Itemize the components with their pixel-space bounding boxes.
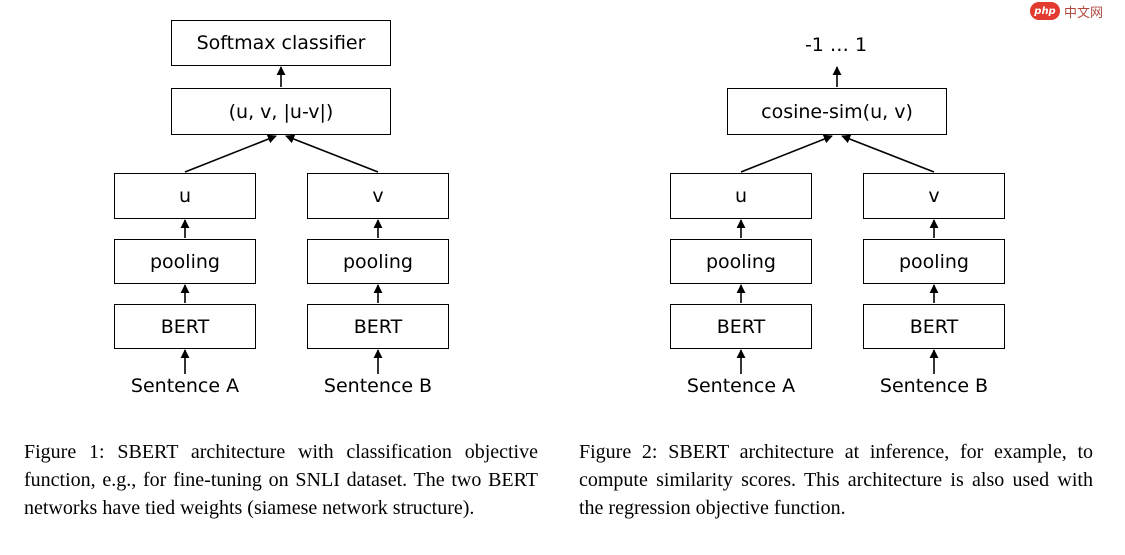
pooling-a-box: pooling bbox=[114, 239, 256, 284]
sentence-a2-label: Sentence A bbox=[686, 375, 796, 397]
watermark-text: 中文网 bbox=[1064, 5, 1104, 21]
bert-b2-box: BERT bbox=[863, 304, 1005, 349]
softmax-classifier-box: Softmax classifier bbox=[171, 20, 391, 66]
pooling-b-box: pooling bbox=[307, 239, 449, 284]
concat-box: (u, v, |u-v|) bbox=[171, 88, 391, 135]
arrow-u2-to-cosine bbox=[740, 134, 833, 173]
pooling-b2-box: pooling bbox=[863, 239, 1005, 284]
sentence-a-label: Sentence A bbox=[130, 375, 240, 397]
figure-1-caption: Figure 1: SBERT architecture with classi… bbox=[24, 441, 538, 519]
bert-a2-box: BERT bbox=[670, 304, 812, 349]
cosine-sim-box: cosine-sim(u, v) bbox=[727, 88, 947, 135]
embedding-v-box: v bbox=[307, 173, 449, 219]
arrow-v-to-concat bbox=[285, 134, 379, 173]
pooling-a2-box: pooling bbox=[670, 239, 812, 284]
figure-2-caption: Figure 2: SBERT architecture at inferenc… bbox=[579, 441, 1093, 519]
bert-a-box: BERT bbox=[114, 304, 256, 349]
bert-b-box: BERT bbox=[307, 304, 449, 349]
watermark-badge: php bbox=[1030, 2, 1060, 20]
embedding-v2-box: v bbox=[863, 173, 1005, 219]
sentence-b-label: Sentence B bbox=[323, 375, 433, 397]
sentence-b2-label: Sentence B bbox=[879, 375, 989, 397]
embedding-u2-box: u bbox=[670, 173, 812, 219]
output-range-label: -1 … 1 bbox=[804, 34, 868, 56]
watermark-logo: php 中文网 bbox=[1030, 0, 1125, 22]
arrow-u-to-concat bbox=[184, 134, 277, 173]
embedding-u-box: u bbox=[114, 173, 256, 219]
arrow-v2-to-cosine bbox=[841, 134, 935, 173]
